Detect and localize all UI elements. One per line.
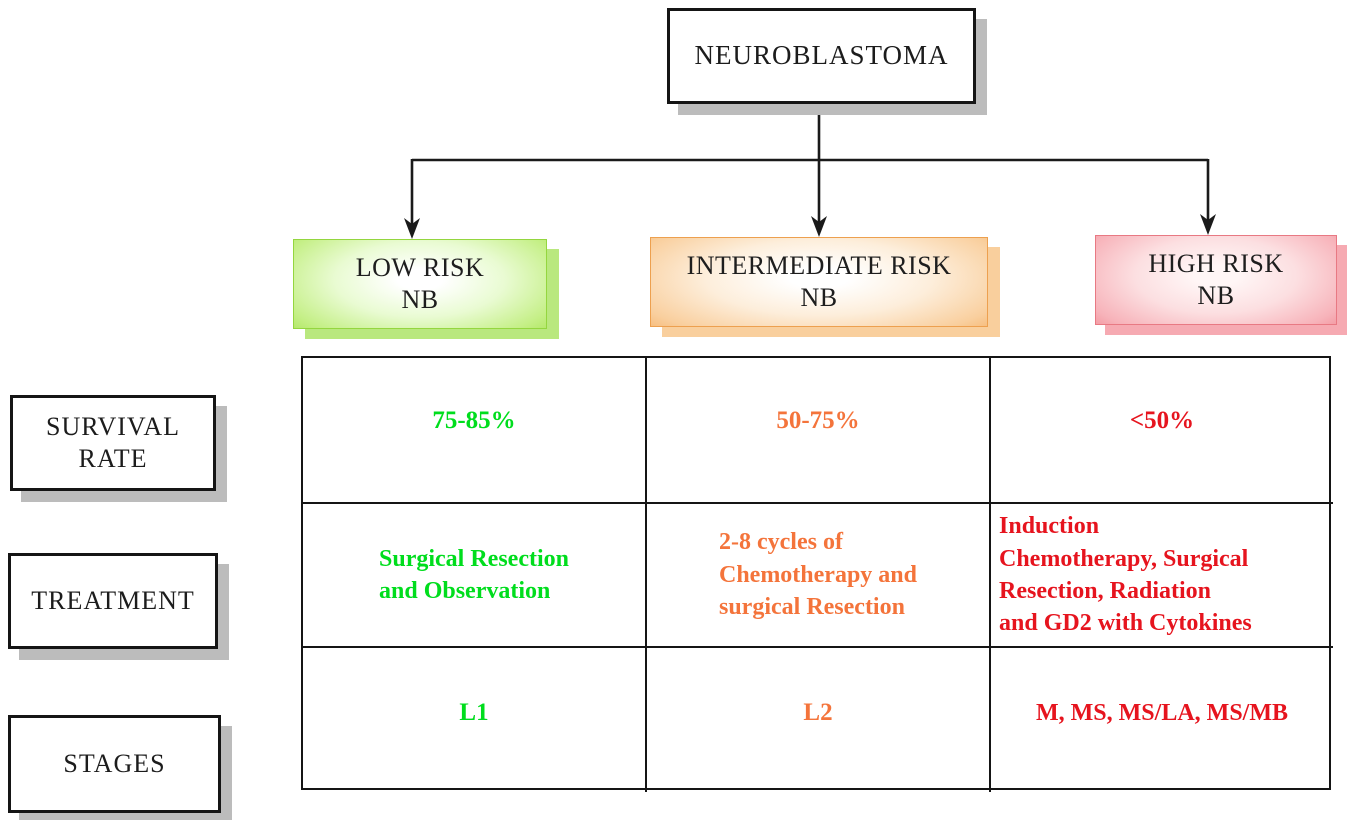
high-risk-box: HIGH RISK NB xyxy=(1095,235,1337,325)
stages-label: STAGES xyxy=(63,748,166,778)
stages-low-value: L1 xyxy=(459,699,489,726)
treatment-label-box: TREATMENT xyxy=(8,553,218,649)
intermediate-risk-label: INTERMEDIATE RISK NB xyxy=(686,250,952,313)
treatment-intermediate-value: 2-8 cycles of Chemotherapy and surgical … xyxy=(718,529,917,621)
intermediate-risk-box: INTERMEDIATE RISK NB xyxy=(650,237,988,327)
risk-comparison-table: 75-85% 50-75% <50% Surgical Resection an… xyxy=(301,356,1333,792)
low-risk-box: LOW RISK NB xyxy=(293,239,547,329)
survival-low-value: 75-85% xyxy=(432,407,516,434)
cell-stages-intermediate: L2 xyxy=(647,648,991,792)
cell-treatment-low: Surgical Resection and Observation xyxy=(303,504,647,648)
cell-treatment-intermediate: 2-8 cycles of Chemotherapy and surgical … xyxy=(647,504,991,648)
survival-high-value: <50% xyxy=(1129,407,1195,434)
neuroblastoma-label: NEUROBLASTOMA xyxy=(694,40,949,71)
treatment-high-value: Induction Chemotherapy, Surgical Resecti… xyxy=(999,513,1252,637)
cell-survival-high: <50% xyxy=(991,358,1333,504)
stages-high-value: M, MS, MS/LA, MS/MB xyxy=(1036,699,1288,726)
cell-stages-low: L1 xyxy=(303,648,647,792)
arrowhead-intermediate xyxy=(811,216,827,237)
neuroblastoma-box: NEUROBLASTOMA xyxy=(667,8,976,104)
high-risk-label: HIGH RISK NB xyxy=(1148,248,1284,311)
arrowhead-low xyxy=(404,218,420,239)
survival-rate-label-box: SURVIVAL RATE xyxy=(10,395,216,491)
cell-stages-high: M, MS, MS/LA, MS/MB xyxy=(991,648,1333,792)
low-risk-label: LOW RISK NB xyxy=(355,252,485,315)
survival-rate-label: SURVIVAL RATE xyxy=(45,411,180,474)
stages-label-box: STAGES xyxy=(8,715,221,813)
arrowhead-high xyxy=(1200,214,1216,235)
stages-intermediate-value: L2 xyxy=(803,699,833,726)
cell-survival-low: 75-85% xyxy=(303,358,647,504)
treatment-low-value: Surgical Resection and Observation xyxy=(379,545,569,604)
survival-intermediate-value: 50-75% xyxy=(776,407,860,434)
cell-treatment-high: Induction Chemotherapy, Surgical Resecti… xyxy=(991,504,1333,648)
treatment-label: TREATMENT xyxy=(31,585,195,615)
cell-survival-intermediate: 50-75% xyxy=(647,358,991,504)
